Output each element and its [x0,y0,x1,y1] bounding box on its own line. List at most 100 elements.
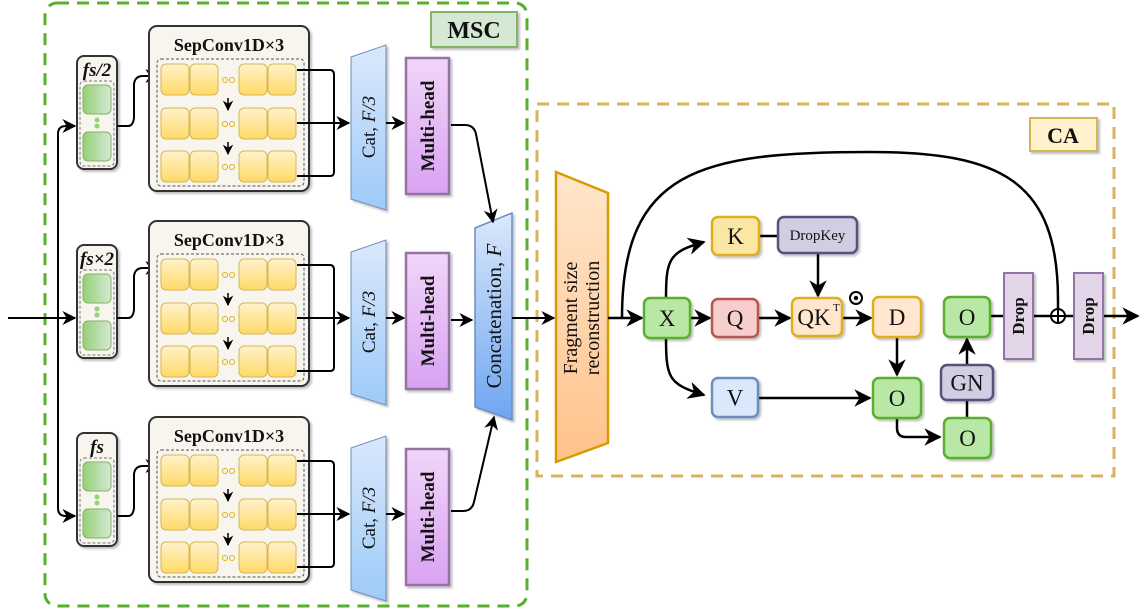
sepconv-cell [238,258,268,291]
scale-label: fs/2 [83,60,112,81]
concatenation-block [474,211,513,422]
node-dropkey-label: DropKey [790,228,846,244]
cat-label: Cat, F/3 [359,96,380,158]
drop-label: Drop [1079,297,1098,334]
sepconv-cell [267,107,297,140]
sepconv-cell [238,454,268,487]
sepconv-cell [160,345,190,378]
sepconv-cell [189,498,219,531]
node-gn: GN [939,363,995,402]
concatenation-label: Concatenation, F [482,244,506,389]
node-x-label: X [659,306,676,331]
sepconv-cell [160,541,190,574]
node-o-out-label: O [959,426,976,451]
scale-label: fs [90,437,104,458]
sepconv-cell [189,258,219,291]
scale-cell [82,131,112,162]
sepconv-cell [238,541,268,574]
cat-block [350,239,387,406]
node-gn-label: GN [950,371,984,396]
node-d: D [871,295,923,339]
node-o-norm-label: O [959,305,976,330]
sepconv-cell [238,302,268,335]
sepconv-cell [238,63,268,96]
sepconv-cell [238,498,268,531]
sepconv-cell [189,454,219,487]
fragment-label-line1: Fragment size [560,262,582,375]
node-o-out: O [942,416,993,460]
multihead-label: Multi-head [418,80,439,171]
scale-cell [82,461,112,492]
sepconv-cell [189,345,219,378]
ca-connectors [608,150,1140,446]
multihead-label: Multi-head [418,471,439,562]
drop-block-2: Drop [1073,272,1104,360]
multihead-block [404,447,451,587]
fragment-size-reconstruction-block [554,170,610,464]
sepconv-cell [238,345,268,378]
node-x: X [642,296,692,340]
drop-label: Drop [1009,297,1028,334]
sepconv-cell [160,150,190,183]
fragment-label-line2: reconstruction [582,261,604,375]
node-k: K [710,215,761,257]
sepconv-title: SepConv1D×3 [174,230,284,250]
node-o-mul-label: O [889,386,906,411]
ca-container [535,102,1116,478]
cat-block [350,44,387,211]
sepconv-cell [160,258,190,291]
drop-block-1: Drop [1003,272,1034,360]
scale-to-sepconv-connector [117,261,160,319]
sepconv-cell [160,302,190,335]
cat-block [350,435,387,602]
node-o-mul: O [871,376,923,420]
sepconv-cell [189,302,219,335]
cat-label: Cat, F/3 [359,487,380,549]
msc-container [43,1,529,608]
sepconv-cell [267,63,297,96]
sepconv-cell [160,454,190,487]
sepconv-cell [267,498,297,531]
node-d-label: D [889,305,906,330]
cat-label: Cat, F/3 [359,291,380,353]
scale-label: fs×2 [80,249,115,270]
scale-cell [82,273,112,304]
sepconv-cell [189,150,219,183]
qk-transpose-sup: T [833,302,840,314]
sepconv-title: SepConv1D×3 [174,35,284,55]
ca-label-text: CA [1047,123,1079,148]
multihead-to-concat-connectors [451,124,556,512]
sepconv-cell [189,541,219,574]
sepconv-cell [267,150,297,183]
sepconv-cell [267,345,297,378]
node-q-label: Q [727,306,744,331]
scale-cell [82,320,112,351]
node-v: V [710,376,760,419]
sepconv-title: SepConv1D×3 [174,426,284,446]
sepconv-cell [267,454,297,487]
msc-label-text: MSC [447,18,500,44]
sepconv-cell [189,63,219,96]
node-dropkey: DropKey [776,215,859,255]
scale-to-sepconv-connector [117,459,160,517]
multihead-block [404,251,451,391]
node-qk-label: QK [797,305,831,330]
multihead-block [404,56,451,196]
sepconv-cell [267,302,297,335]
node-v-label: V [727,386,744,411]
sepconv-cell [267,541,297,574]
sepconv-cell [160,498,190,531]
sepconv-cell [238,150,268,183]
sepconv-cell [189,107,219,140]
multihead-label: Multi-head [418,275,439,366]
input-connectors [8,119,77,523]
msc-label [430,11,518,48]
scale-to-sepconv-connector [117,69,160,127]
sepconv-cell [160,107,190,140]
node-o-norm: O [942,295,992,339]
scale-cell [82,84,112,115]
